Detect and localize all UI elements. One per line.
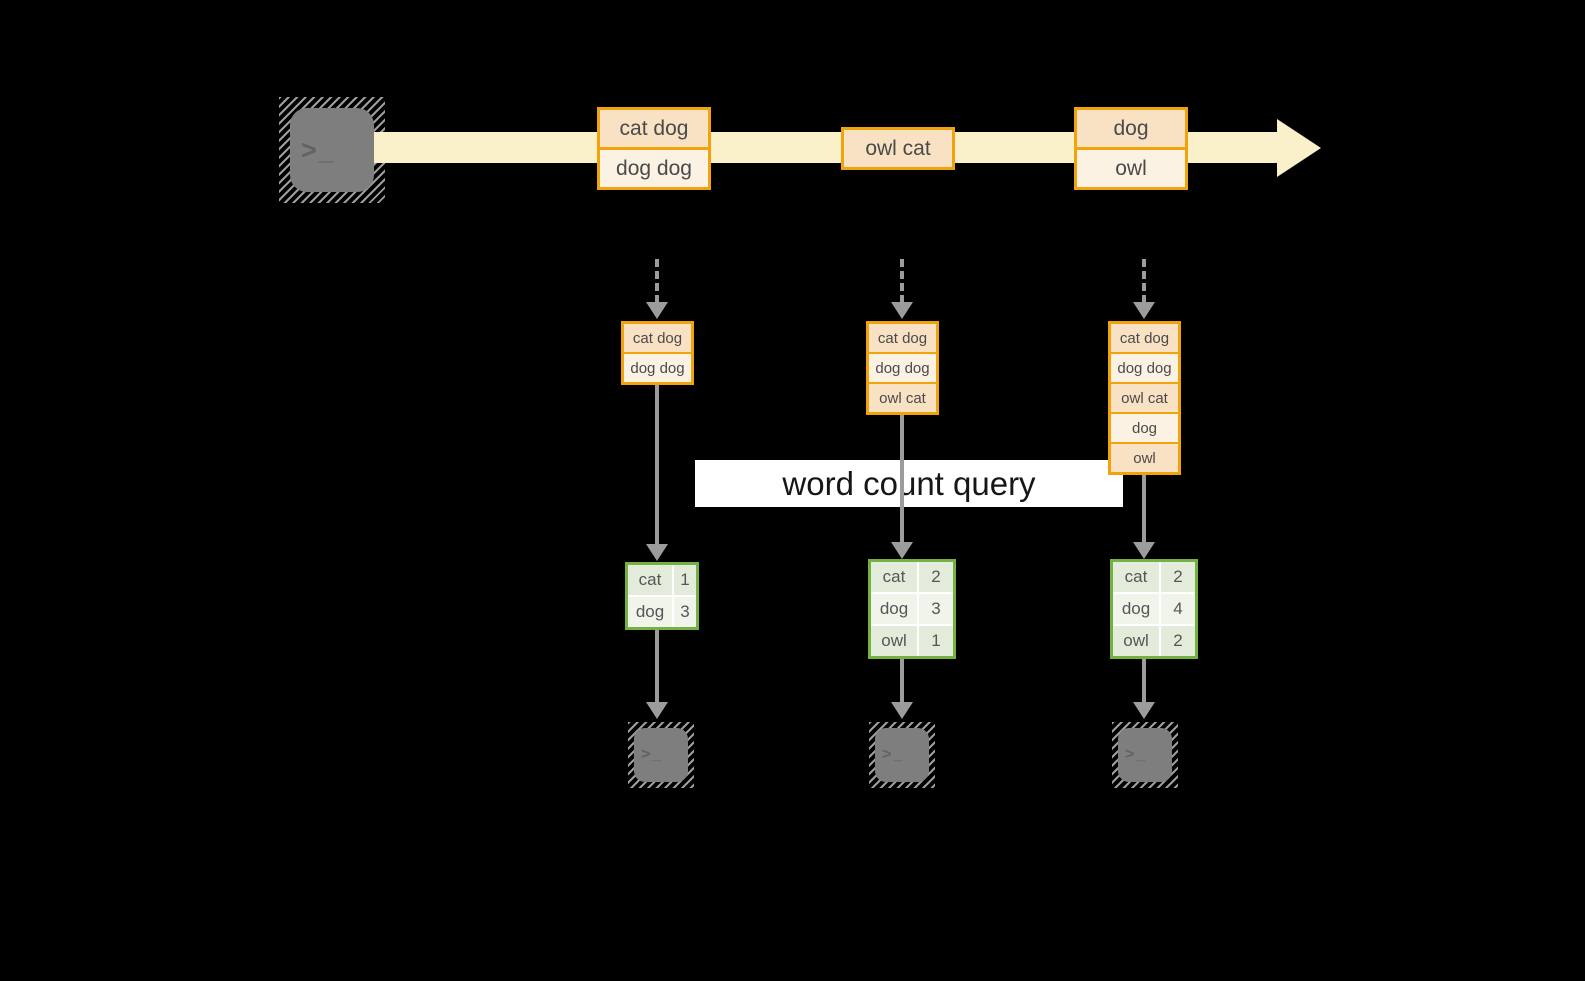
source-terminal: >_ [279,97,385,203]
query-arrowhead-2 [891,542,913,559]
result-word: dog [628,597,672,627]
input-row: owl cat [869,384,936,412]
input-row: dog dog [624,354,691,382]
terminal-prompt-icon: >_ [1118,728,1172,782]
prompt-glyph: >_ [301,134,336,165]
result-word: cat [628,565,672,595]
microbatch-arrow-2 [900,259,904,303]
batch-cell: dog dog [600,150,708,187]
prompt-glyph: >_ [641,746,664,763]
result-count: 2 [1161,626,1195,656]
input-row: dog dog [1111,354,1178,382]
query-arrow-1 [655,385,659,544]
query-arrowhead-3 [1133,542,1155,559]
result-word: cat [871,562,917,592]
query-label-box: word count query [695,460,1123,507]
result-count: 1 [919,626,953,656]
result-word: cat [1113,562,1159,592]
result-count: 2 [1161,562,1195,592]
input-row: dog dog [869,354,936,382]
terminal-prompt-icon: >_ [290,108,374,192]
microbatch-arrowhead-3 [1133,302,1155,319]
sink-terminal-3: >_ [1112,722,1178,788]
terminal-prompt-icon: >_ [634,728,688,782]
stream-batch-3: dog owl [1074,107,1188,190]
input-row: owl [1111,444,1178,472]
terminal-prompt-icon: >_ [875,728,929,782]
input-row: cat dog [1111,324,1178,352]
sink-terminal-2: >_ [869,722,935,788]
result-word: owl [871,626,917,656]
input-row: cat dog [869,324,936,352]
result-count: 4 [1161,594,1195,624]
sink-terminal-1: >_ [628,722,694,788]
sink-arrowhead-3 [1133,702,1155,719]
sink-arrow-2 [900,659,904,702]
query-arrowhead-1 [646,544,668,561]
sink-arrow-3 [1142,659,1146,702]
stream-batch-1: cat dog dog dog [597,107,711,190]
stream-batch-2: owl cat [841,127,955,170]
prompt-glyph: >_ [1125,746,1148,763]
input-row: owl cat [1111,384,1178,412]
input-row: cat dog [624,324,691,352]
input-table-1: cat dog dog dog [621,321,694,385]
result-table-2: cat 2 dog 3 owl 1 [868,559,956,659]
sink-arrowhead-2 [891,702,913,719]
batch-cell: owl cat [844,130,952,167]
microbatch-arrowhead-1 [646,302,668,319]
prompt-glyph: >_ [882,746,905,763]
result-word: owl [1113,626,1159,656]
result-count: 3 [674,597,696,627]
batch-cell: dog [1077,110,1185,147]
batch-cell: owl [1077,150,1185,187]
result-count: 1 [674,565,696,595]
query-label: word count query [782,464,1036,502]
result-word: dog [1113,594,1159,624]
result-table-1: cat 1 dog 3 [625,562,699,630]
result-table-3: cat 2 dog 4 owl 2 [1110,559,1198,659]
input-table-3: cat dog dog dog owl cat dog owl [1108,321,1181,475]
microbatch-arrowhead-2 [891,302,913,319]
stream-arrowhead-icon [1277,119,1321,177]
input-table-2: cat dog dog dog owl cat [866,321,939,415]
input-row: dog [1111,414,1178,442]
sink-arrow-1 [655,630,659,702]
microbatch-arrow-1 [655,259,659,303]
query-arrow-2 [900,415,904,542]
result-word: dog [871,594,917,624]
result-count: 2 [919,562,953,592]
sink-arrowhead-1 [646,702,668,719]
microbatch-arrow-3 [1142,259,1146,303]
batch-cell: cat dog [600,110,708,147]
result-count: 3 [919,594,953,624]
query-arrow-3 [1142,475,1146,542]
